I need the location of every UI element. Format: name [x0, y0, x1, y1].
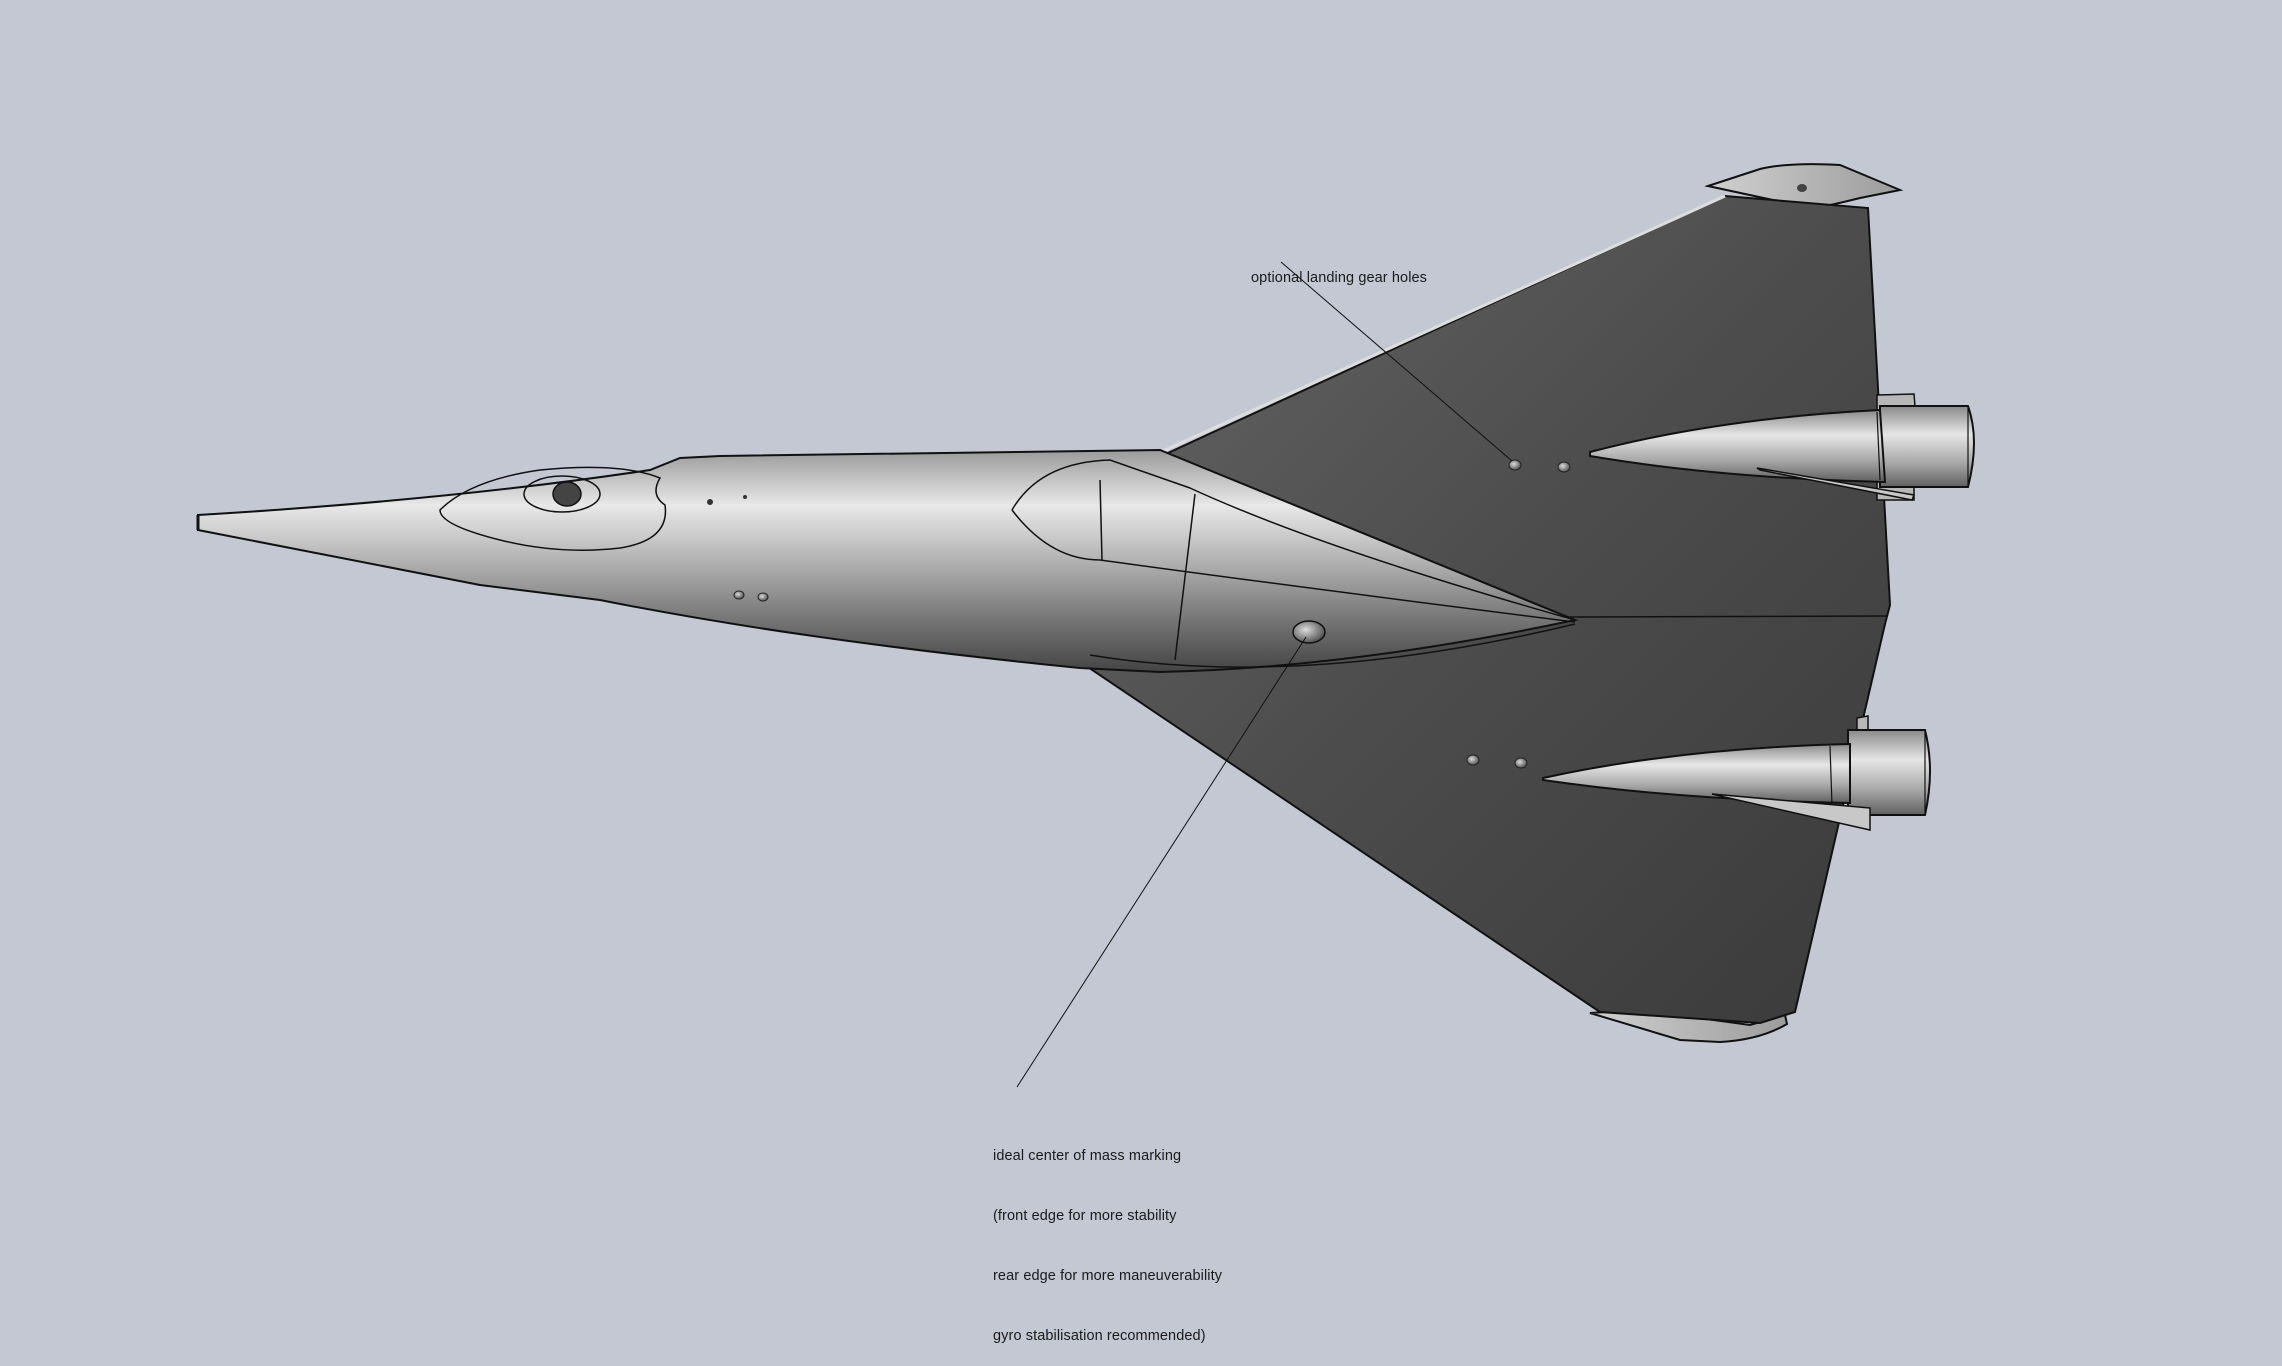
- landing-gear-annotation: optional landing gear holes: [1251, 228, 1427, 308]
- center-of-mass-annotation-line-3: rear edge for more maneuverability: [993, 1268, 1223, 1284]
- landing-gear-holes: [1466, 459, 1571, 769]
- center-of-mass-annotation-line-1: ideal center of mass marking: [993, 1148, 1182, 1164]
- center-of-mass-annotation-line-4: gyro stabilisation recommended): [993, 1328, 1206, 1344]
- landing-gear-leader-line: [1280, 261, 1513, 462]
- center-of-mass-annotation: ideal center of mass marking (front edge…: [993, 1106, 1222, 1366]
- lower-engine: [1542, 715, 1931, 831]
- center-of-mass-annotation-line-2: (front edge for more stability: [993, 1208, 1177, 1224]
- aircraft-cad-render: [196, 163, 1975, 1088]
- center-of-mass-leader-line: [1016, 636, 1307, 1088]
- center-of-mass-marker: [1292, 620, 1326, 644]
- landing-gear-annotation-text: optional landing gear holes: [1251, 270, 1428, 286]
- fuselage: [196, 448, 1579, 674]
- upper-engine: [1589, 393, 1975, 501]
